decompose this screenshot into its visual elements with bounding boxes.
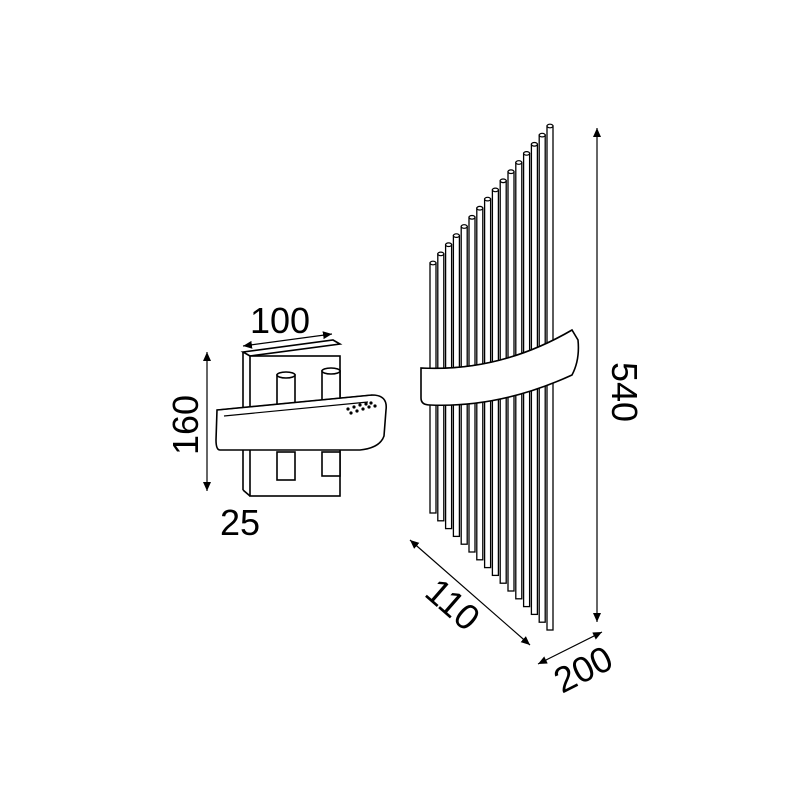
lamp-view: 540 110 200 [409, 123, 645, 701]
bracket-view: 100 160 25 [165, 300, 388, 543]
dim-label-bracket-height: 160 [165, 395, 206, 455]
glass-rod-cap [507, 169, 515, 175]
glass-rod-cap [530, 141, 539, 147]
dim-label-lamp-depth: 110 [418, 570, 488, 639]
glass-rod-cap [515, 160, 523, 165]
glass-rod-cap [437, 251, 445, 257]
glass-rod-cap [546, 123, 554, 129]
dim-label-lamp-width: 200 [547, 637, 619, 701]
glass-rod-cap [445, 242, 453, 248]
dim-bracket-height: 160 [165, 352, 211, 491]
dim-label-lamp-height: 540 [604, 362, 645, 422]
dim-label-bracket-width: 100 [250, 300, 310, 341]
glass-rod-cap [484, 196, 492, 202]
glass-rod-cap [499, 178, 507, 184]
glass-rod-cap [522, 150, 531, 156]
dim-lamp-width: 200 [537, 631, 619, 701]
glass-rod-cap [452, 233, 460, 239]
glass-rod-cap [491, 187, 499, 193]
dim-lamp-height: 540 [593, 128, 645, 622]
dim-label-bracket-depth: 25 [220, 502, 260, 543]
glass-rod-cap [429, 260, 437, 266]
glass-rod-cap [538, 132, 546, 138]
lamp-arc-band [420, 328, 580, 407]
led-dots [346, 401, 377, 415]
arc-band [215, 394, 388, 451]
dim-bracket-width: 100 [242, 300, 333, 349]
glass-rod-cap [468, 214, 476, 220]
glass-rod-cap [476, 205, 484, 211]
dim-bracket-depth: 25 [220, 502, 260, 543]
glass-rod-cap [460, 224, 468, 229]
